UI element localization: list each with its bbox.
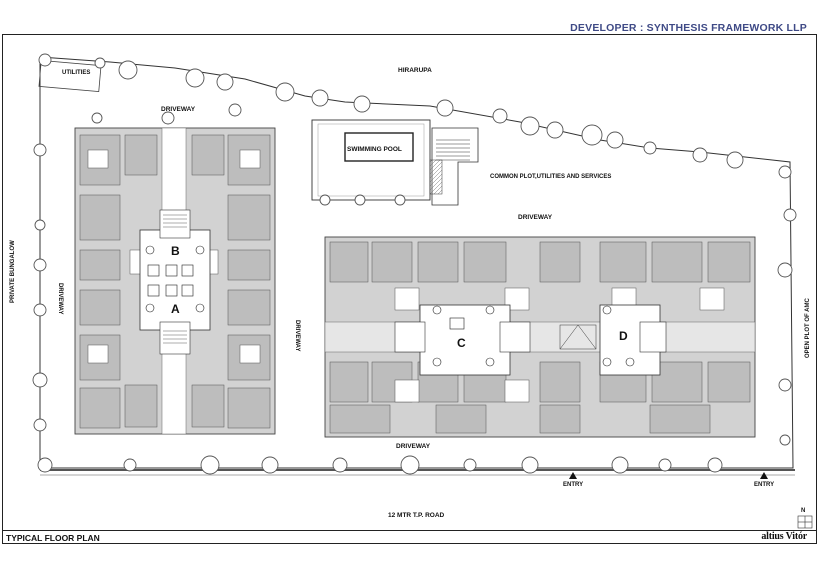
driveway-top-label: DRIVEWAY <box>161 106 196 113</box>
utilities-label: UTILITIES <box>62 70 91 76</box>
private-bungalow-label: PRIVATE BUNGALOW <box>10 240 16 303</box>
entry-label-1: ENTRY <box>563 482 584 488</box>
hirarupa-label: HIRARUPA <box>398 67 432 74</box>
tower-ab-block <box>74 127 276 435</box>
common-plot-label: COMMON PLOT,UTILITIES AND SERVICES <box>490 174 612 180</box>
tower-d-label: D <box>619 329 628 343</box>
north-arrow <box>797 515 813 529</box>
entry-markers <box>569 472 768 479</box>
trees <box>32 53 797 475</box>
tower-b-label: B <box>171 244 180 258</box>
driveway-left-label: DRIVEWAY <box>57 283 63 315</box>
title-strip <box>2 530 817 545</box>
developer-credit: DEVELOPER : SYNTHESIS FRAMEWORK LLP <box>570 22 807 34</box>
driveway-mid-label: DRIVEWAY <box>518 214 553 221</box>
swimming-pool-label: SWIMMING POOL <box>347 146 402 153</box>
utilities-box <box>38 60 102 92</box>
entry-label-2: ENTRY <box>754 482 775 488</box>
common-plot <box>311 119 479 206</box>
brand-logo: altius Vitór <box>761 531 807 542</box>
north-label: N <box>801 508 806 514</box>
open-plot-label: OPEN PLOT OF AMC <box>805 298 811 358</box>
road-label: 12 MTR T.P. ROAD <box>388 512 445 519</box>
drawing-frame <box>2 34 817 544</box>
tower-c-label: C <box>457 336 466 350</box>
tower-a-label: A <box>171 302 180 316</box>
driveway-center-label: DRIVEWAY <box>294 320 300 352</box>
driveway-bottom-label: DRIVEWAY <box>396 443 431 450</box>
floor-plan-title: TYPICAL FLOOR PLAN <box>6 533 100 543</box>
tower-cd-block <box>324 236 756 438</box>
